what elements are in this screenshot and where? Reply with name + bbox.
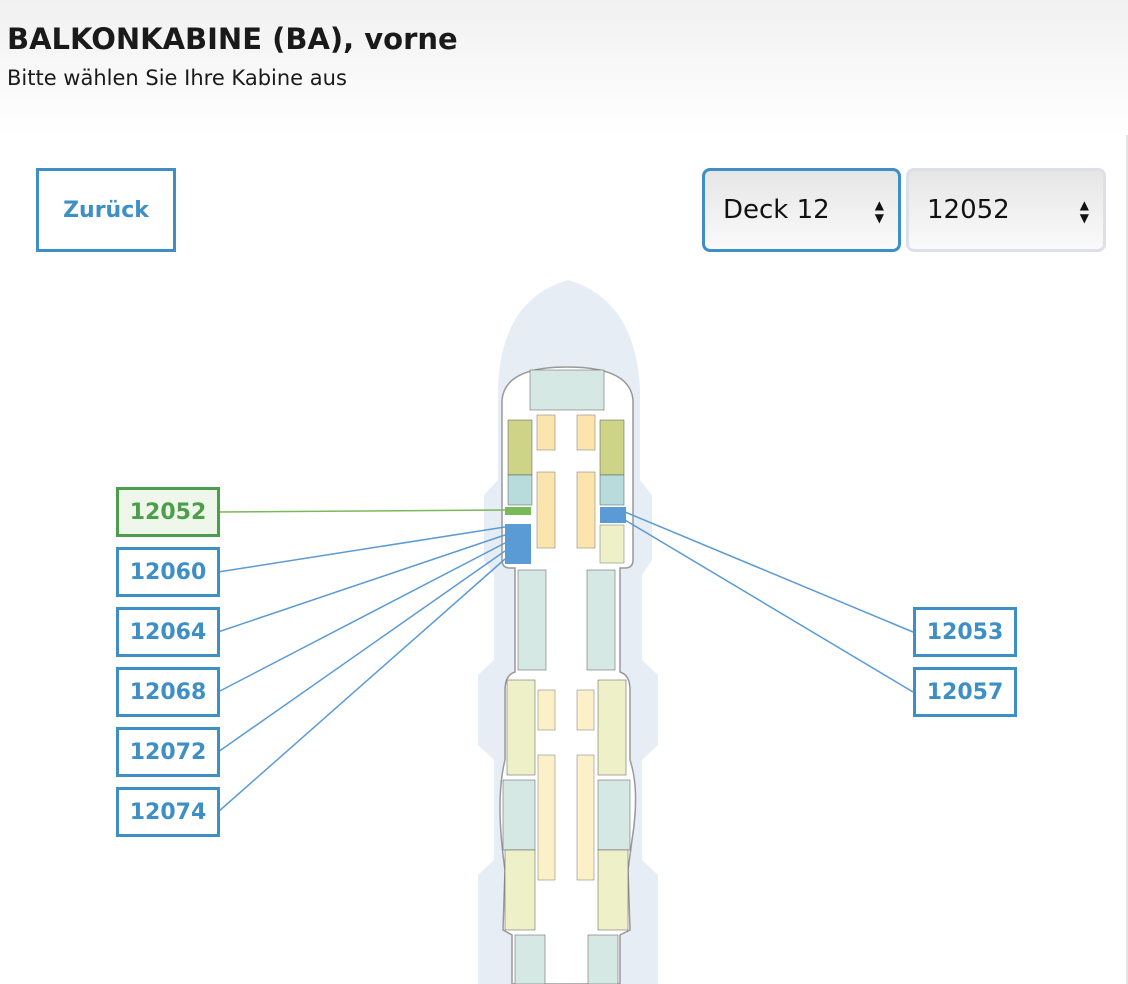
deck-select[interactable]: Deck 12 ▲▼ [702, 168, 901, 252]
cabin-label-12074[interactable]: 12074 [116, 787, 220, 837]
cabin-12052-highlight [505, 507, 531, 515]
select-arrows-icon: ▲▼ [1079, 198, 1089, 225]
cabin-select[interactable]: 12052 ▲▼ [906, 168, 1106, 252]
cabin-label-12064[interactable]: 12064 [116, 607, 220, 657]
select-arrows-icon: ▲▼ [874, 198, 884, 225]
deck-select-value: Deck 12 [723, 195, 830, 225]
connector-lines [217, 509, 914, 813]
back-button[interactable]: Zurück [36, 168, 176, 252]
cabin-label-12053[interactable]: 12053 [913, 607, 1017, 657]
cabin-label-12052[interactable]: 12052 [116, 487, 220, 537]
cabin-select-value: 12052 [927, 195, 1010, 225]
page-subtitle: Bitte wählen Sie Ihre Kabine aus [7, 66, 347, 90]
cabin-label-12068[interactable]: 12068 [116, 667, 220, 717]
page-title: BALKONKABINE (BA), vorne [7, 22, 458, 56]
cabin-label-12060[interactable]: 12060 [116, 547, 220, 597]
divider [1126, 135, 1128, 984]
cabin-label-12057[interactable]: 12057 [913, 667, 1017, 717]
cabin-label-12072[interactable]: 12072 [116, 727, 220, 777]
header: BALKONKABINE (BA), vorne Bitte wählen Si… [0, 0, 1128, 135]
